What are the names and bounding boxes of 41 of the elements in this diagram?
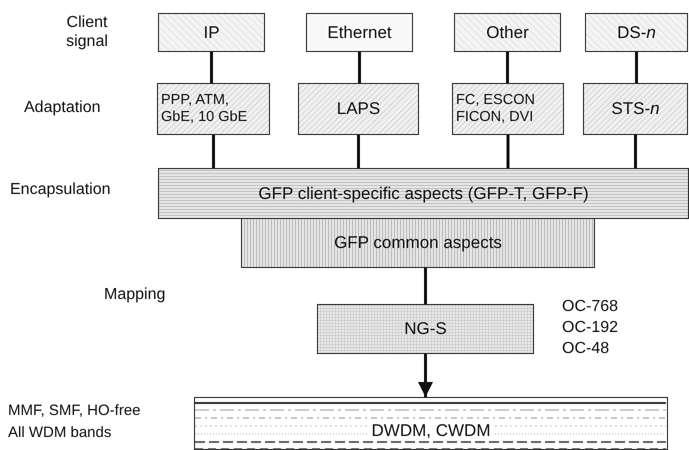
node-label: NG-S: [404, 319, 447, 339]
node-label: Other: [486, 22, 529, 42]
node-label: DS-n: [617, 22, 656, 42]
node-label: LAPS: [336, 99, 380, 119]
layer-label: OC-768: [562, 297, 618, 316]
node-label: STS-n: [611, 99, 660, 119]
process-box: [306, 13, 413, 52]
node-label: GFP client-specific aspects (GFP-T, GFP-F): [258, 184, 589, 204]
process-box: [585, 13, 688, 52]
process-box: [583, 83, 688, 135]
process-box: [157, 83, 270, 135]
process-box: [452, 83, 564, 135]
connector: [357, 135, 360, 168]
connector: [212, 135, 215, 168]
process-box: [158, 13, 265, 52]
layer-label: OC-48: [562, 339, 610, 358]
connector: [506, 52, 509, 83]
layer-band: [241, 218, 595, 268]
node-label: Ethernet: [327, 22, 392, 42]
layer-band: [158, 168, 689, 219]
node-label: PPP, ATM, GbE, 10 GbE: [161, 92, 248, 126]
connector: [210, 52, 213, 83]
node-label: IP: [203, 22, 220, 42]
connector: [506, 135, 510, 168]
node-label: FC, ESCON FICON, DVI: [456, 92, 536, 126]
connector: [634, 135, 637, 168]
connector: [424, 268, 427, 304]
connector: [418, 354, 433, 397]
process-box: [317, 304, 534, 354]
layer-label: Encapsulation: [10, 180, 111, 200]
node-label: GFP common aspects: [334, 233, 502, 253]
connector: [358, 52, 361, 83]
layer-label: Adaptation: [24, 98, 101, 118]
process-box: [454, 13, 561, 52]
process-box: [298, 83, 419, 135]
layer-label: MMF, SMF, HO-free: [8, 402, 141, 420]
layer-label: Client signal: [65, 13, 109, 52]
layer-label: All WDM bands: [8, 424, 112, 442]
connector: [635, 52, 638, 83]
layer-label: Mapping: [104, 285, 166, 304]
layer-label: OC-192: [562, 318, 618, 338]
